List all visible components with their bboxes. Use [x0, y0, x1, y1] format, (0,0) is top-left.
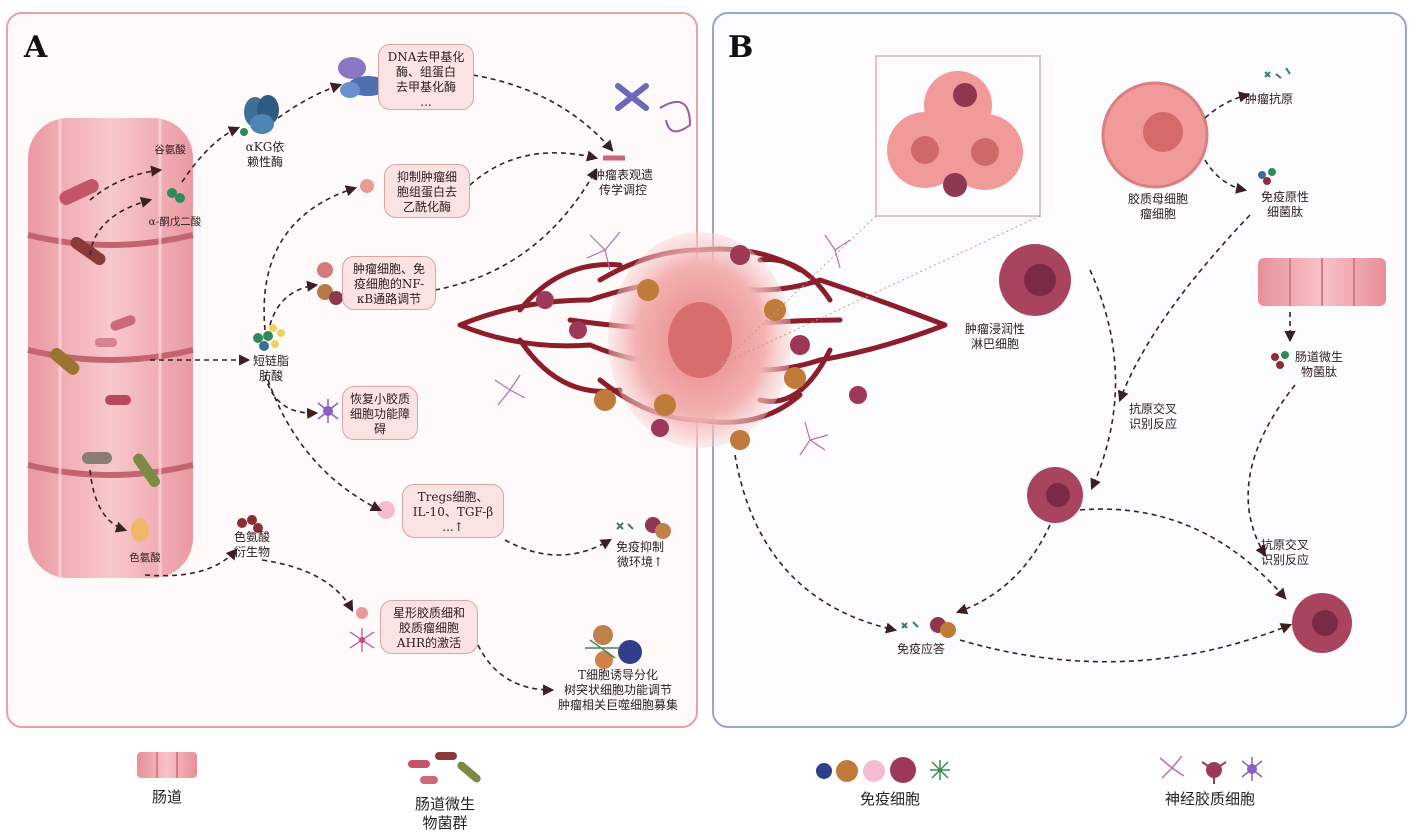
tcell-group-icon — [585, 625, 642, 669]
akg-enzyme-label: αKG依 赖性酶 — [245, 140, 285, 169]
legend-immune-icon — [816, 757, 950, 783]
akg-enzyme-icon — [240, 95, 279, 136]
legend-gut-label: 肠道 — [151, 788, 182, 806]
tumor-immune-cells — [536, 245, 867, 450]
gut-segment-b — [1258, 258, 1386, 306]
gut-illustration — [27, 118, 194, 578]
panel-a-label: A — [24, 30, 48, 65]
immune-response-label: 免疫应答 — [896, 642, 945, 656]
trp-derivative-icon — [237, 515, 263, 533]
hdac-box: 抑制肿瘤细 胞组蛋白去 乙酰化酶 — [384, 164, 470, 218]
legend-glia-icon — [1159, 755, 1263, 784]
tcell-label: T细胞诱导分化 树突状细胞功能调节 肿瘤相关巨噬细胞募集 — [557, 668, 678, 712]
glioma-cell-large — [1101, 81, 1209, 189]
scfa-molecules-icon — [253, 324, 285, 351]
ahr-box: 星形胶质细和 胶质瘤细胞 AHR的激活 — [380, 600, 478, 654]
panel-b-label: B — [728, 30, 754, 65]
glioma-cell-label: 胶质母细胞 瘤细胞 — [1127, 192, 1188, 221]
glutamate-label: 谷氨酸 — [154, 144, 186, 156]
nfkb-box: 肿瘤细胞、免 疫细胞的NF- κB通路调节 — [342, 256, 436, 310]
til-cell-bottom — [1292, 593, 1352, 653]
trp-derivative-label: 色氨酸 衍生物 — [233, 530, 270, 559]
panel-b-arrows — [734, 91, 1296, 663]
gut-peptide-icon — [1271, 351, 1289, 369]
til-label: 肿瘤浸润性 淋巴细胞 — [964, 322, 1025, 351]
immune-response-icon — [901, 617, 956, 638]
microglia-box: 恢复小胶质 细胞功能障 碍 — [342, 386, 418, 440]
til-cell-middle — [1027, 467, 1083, 523]
cross-recognition-label-2: 抗原交叉 识别反应 — [1260, 538, 1309, 567]
treg-box: Tregs细胞、 IL-10、TGF-β ...↑ — [402, 484, 504, 538]
legend-glia-label: 神经胶质细胞 — [1164, 790, 1255, 808]
immunogenic-peptide-label: 免疫原性 细菌肽 — [1260, 190, 1309, 219]
til-cell — [999, 244, 1071, 316]
legend-microbiota-label: 肠道微生 物菌群 — [414, 795, 475, 832]
tumor-glia-cells — [494, 231, 851, 456]
panel-b — [712, 12, 1407, 728]
nfkb-cells-icon — [317, 262, 343, 305]
microglia-icon — [317, 399, 339, 423]
legend-gut-icon — [137, 752, 197, 778]
panel-a-arrows — [89, 74, 614, 696]
inset-tumor-cells — [887, 71, 1023, 197]
zoom-inset-frame — [875, 55, 1041, 217]
tumor-antigen-label: 肿瘤抗原 — [1244, 92, 1293, 106]
zoom-lines — [719, 215, 1041, 366]
legend-microbiota-icon — [408, 752, 481, 784]
legend-immune-label: 免疫细胞 — [859, 790, 920, 808]
gut-peptide-label: 肠道微生 物菌肽 — [1294, 350, 1343, 379]
cross-recognition-label-1: 抗原交叉 识别反应 — [1128, 402, 1177, 431]
hdac-cell-icon — [360, 179, 374, 193]
chromosome-icon — [603, 83, 692, 161]
scfa-label: 短链脂 肪酸 — [252, 354, 289, 383]
gut-bacteria — [49, 179, 185, 542]
tryptophan-label: 色氨酸 — [129, 552, 161, 564]
demethylase-box: DNA去甲基化 酶、组蛋白 去甲基化酶 ... — [378, 44, 474, 110]
akg-label: α-酮戊二酸 — [148, 216, 202, 228]
astrocyte-icon — [349, 607, 375, 652]
immunosuppress-cells-icon — [616, 517, 671, 539]
epigenetic-label: 肿瘤表观遗 传学调控 — [592, 168, 653, 197]
tumor-core — [668, 302, 732, 378]
immunosuppress-label: 免疫抑制 微环境↑ — [615, 540, 664, 569]
antigen-icons — [1258, 67, 1291, 185]
